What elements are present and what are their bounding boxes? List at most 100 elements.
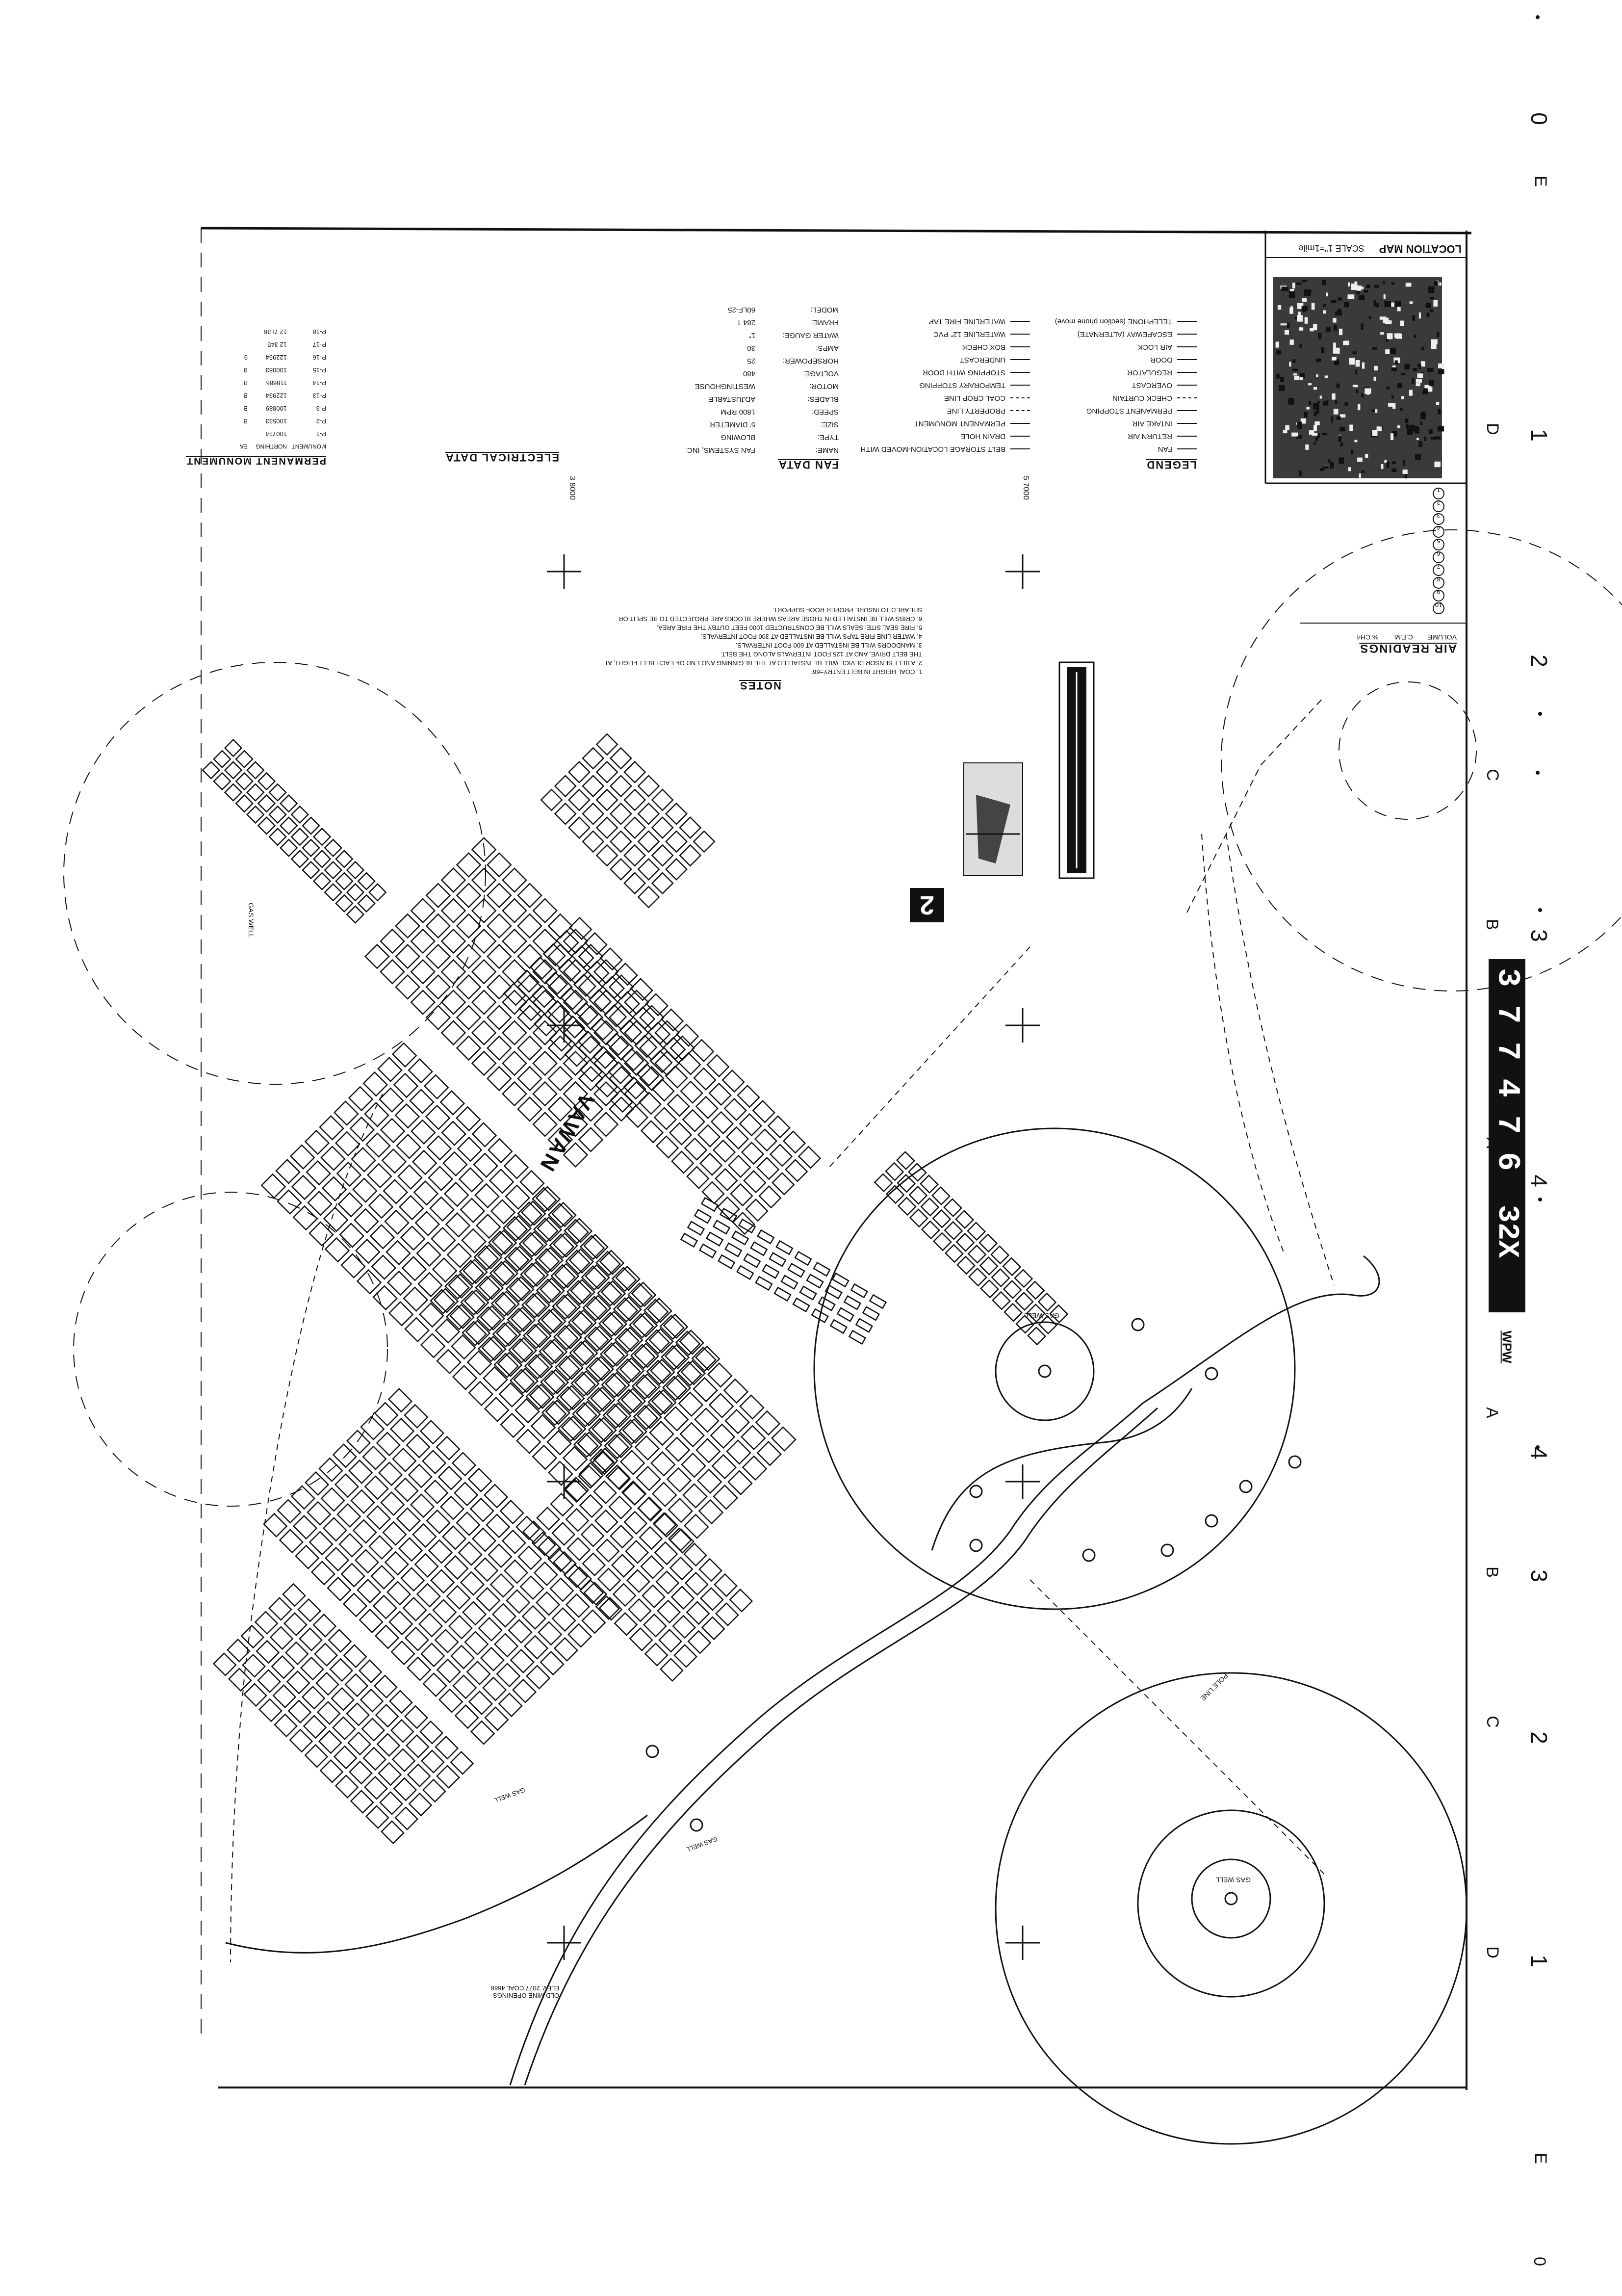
photo-speck xyxy=(1428,286,1435,293)
mine-pillar xyxy=(767,1115,791,1139)
legend-symbol xyxy=(1010,384,1030,386)
photo-speck xyxy=(1393,357,1400,363)
mine-pillar xyxy=(310,1561,335,1586)
mine-pillar xyxy=(659,1314,685,1340)
mine-pillar xyxy=(636,1465,661,1491)
mine-pillar xyxy=(418,1302,444,1328)
mine-pillar xyxy=(708,1393,734,1418)
photo-speck xyxy=(1421,347,1425,351)
mine-pillar xyxy=(410,990,436,1015)
stream-2 xyxy=(1142,1255,1380,1404)
monument-cell: P-1 xyxy=(316,430,326,438)
legend-label: COAL CROP LINE xyxy=(944,394,1005,402)
photo-speck xyxy=(1289,339,1294,345)
mine-pillar xyxy=(487,1138,513,1164)
note-item: 5. FIRE SEAL SITE: SEALS WILL BE CONSTRU… xyxy=(656,624,922,631)
mine-pillar xyxy=(486,883,512,908)
mine-pillar xyxy=(619,1357,645,1383)
mine-pillar xyxy=(423,1074,449,1100)
photo-speck xyxy=(1309,430,1314,435)
mine-pillar xyxy=(521,1605,546,1630)
mine-pillar xyxy=(425,883,451,908)
mine-pillar xyxy=(813,1261,831,1277)
photo-speck xyxy=(1335,400,1338,404)
mine-pillar xyxy=(351,1147,377,1173)
mine-pillar xyxy=(547,913,573,939)
photo-speck xyxy=(1416,383,1420,387)
mine-pillar xyxy=(582,1296,608,1321)
photo-speck xyxy=(1326,292,1328,297)
photo-speck xyxy=(1344,302,1349,308)
gas-well-marker xyxy=(969,1485,983,1498)
mine-pillar xyxy=(522,1520,546,1545)
mine-pillar xyxy=(554,1263,580,1288)
mine-pillar xyxy=(570,1371,596,1397)
mine-pillar xyxy=(517,974,542,1000)
mine-pillar xyxy=(328,1629,352,1653)
photo-speck xyxy=(1299,373,1305,378)
dashed-ring-right xyxy=(1221,529,1622,991)
mine-block-panel xyxy=(364,836,695,1168)
photo-speck xyxy=(1354,440,1358,443)
mine-pillar xyxy=(366,1163,392,1189)
mine-pillar xyxy=(532,898,558,924)
mine-pillar xyxy=(673,1644,697,1668)
photo-speck xyxy=(1324,375,1328,378)
mine-pillar xyxy=(538,1621,563,1646)
photo-speck xyxy=(1383,294,1386,299)
mine-pillar xyxy=(1027,1326,1047,1346)
photo-speck xyxy=(1430,297,1434,300)
mine-pillar xyxy=(454,1704,479,1729)
mine-pillar xyxy=(665,1436,691,1462)
mine-pillar xyxy=(450,1644,475,1670)
photo-speck xyxy=(1275,341,1279,348)
mine-pillar xyxy=(727,1154,751,1178)
mine-pillar xyxy=(708,1082,732,1106)
mine-pillar xyxy=(340,1253,366,1279)
mine-pillar xyxy=(409,1089,435,1114)
mine-pillar xyxy=(435,1318,461,1344)
mine-pillar xyxy=(279,838,298,858)
monument-cell: 12 7t 36 xyxy=(264,328,287,336)
mine-pillar xyxy=(696,1468,722,1494)
property-line-1 xyxy=(1201,834,1286,1256)
mine-pillar xyxy=(503,1154,529,1179)
gas-well-markers xyxy=(645,1318,1302,1905)
mine-pillar xyxy=(597,1281,622,1307)
mine-pillar xyxy=(389,1417,415,1443)
mine-pillar xyxy=(650,1451,676,1477)
fan-data-key: SIZE: xyxy=(820,420,839,429)
mine-pillar xyxy=(578,1127,604,1152)
mine-pillar xyxy=(991,1268,1010,1287)
mine-pillar xyxy=(368,1193,394,1219)
legend-label: STOPPING WITH DOOR xyxy=(923,368,1005,377)
mine-pillar xyxy=(578,1465,602,1489)
mine-pillar xyxy=(588,1418,614,1443)
mine-pillar xyxy=(314,1643,338,1667)
photo-speck xyxy=(1339,457,1344,464)
photo-speck xyxy=(1287,323,1290,328)
mine-pillar xyxy=(440,928,466,954)
mine-pillar xyxy=(354,1208,379,1234)
air-header: % CH4 xyxy=(1357,633,1379,641)
monument-cell: B xyxy=(243,366,248,374)
monument-header-row: MONUMENTNORTHINGEA xyxy=(204,440,326,453)
mine-pillar xyxy=(679,1329,704,1355)
mine-pillar xyxy=(568,760,591,783)
air-header: VOLUME xyxy=(1427,633,1457,641)
mine-pillar xyxy=(757,1229,775,1245)
mine-pillar xyxy=(543,1369,569,1395)
mine-pillar xyxy=(356,1269,382,1295)
mine-pillar xyxy=(579,1494,603,1518)
gas-well-marker xyxy=(1224,1892,1238,1905)
mine-pillar xyxy=(344,1673,369,1697)
mine-pillar xyxy=(312,827,332,846)
mine-pillar xyxy=(680,1360,706,1385)
gas-well-marker xyxy=(690,1818,703,1832)
mine-pillar xyxy=(737,1084,760,1108)
mine-pillar xyxy=(590,1017,614,1041)
mine-pillar xyxy=(536,1278,562,1304)
mine-pillar xyxy=(745,1198,769,1222)
mine-pillar xyxy=(505,1184,530,1210)
